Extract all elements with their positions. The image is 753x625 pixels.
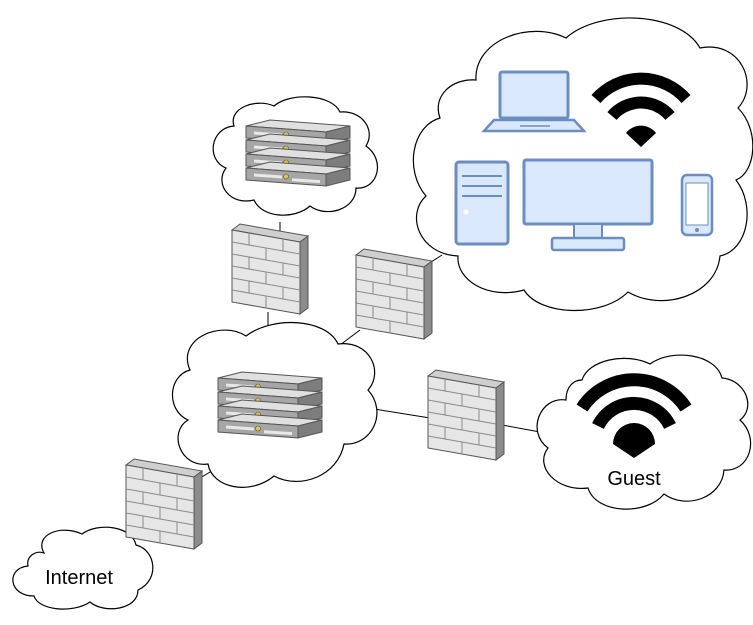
guest-label: Guest xyxy=(607,468,661,490)
firewall-icon[interactable] xyxy=(231,223,309,315)
laptop-icon xyxy=(481,70,587,133)
server-rack-icon xyxy=(218,372,322,438)
desktop-tower-icon xyxy=(454,160,510,246)
wifi-icon xyxy=(591,72,691,147)
core-cloud[interactable] xyxy=(171,321,378,488)
smartphone-icon xyxy=(680,173,714,237)
wifi-icon xyxy=(576,373,692,458)
internet-label: Internet xyxy=(45,567,113,589)
firewall-icon[interactable] xyxy=(125,458,203,550)
clients-cloud[interactable] xyxy=(412,17,753,312)
server-rack-icon xyxy=(246,120,350,186)
internet-cloud[interactable]: Internet xyxy=(12,526,154,610)
firewall-icon[interactable] xyxy=(427,369,505,461)
link-firewall-guest-cloud xyxy=(501,424,541,433)
server-cloud[interactable] xyxy=(212,96,378,216)
monitor-icon xyxy=(522,158,654,252)
firewall-icon[interactable] xyxy=(355,248,433,340)
guest-cloud[interactable]: Guest xyxy=(536,354,752,510)
link-core-firewall-clients xyxy=(339,329,361,346)
